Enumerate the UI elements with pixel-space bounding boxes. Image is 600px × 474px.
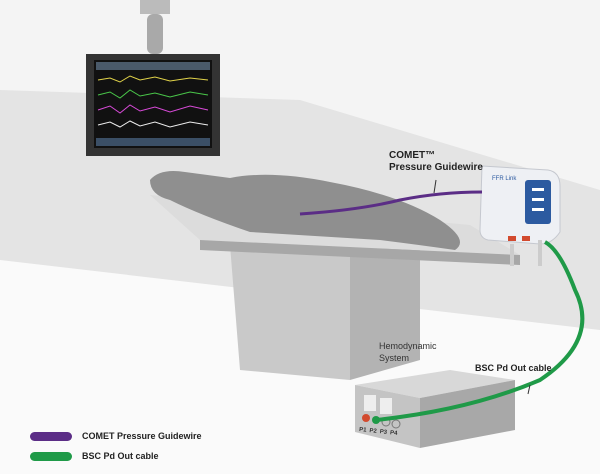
legend-item-guidewire: COMET Pressure Guidewire [30,431,202,441]
comet-guidewire [299,190,483,216]
patient-silhouette [150,171,460,250]
port-label: P1 [358,427,367,434]
ceiling-mount [140,0,170,14]
legend-item-cable: BSC Pd Out cable [30,451,159,461]
device-label: FFR Link [492,176,517,182]
cable-label: BSC Pd Out cable [475,363,552,373]
port-label: P4 [389,430,398,437]
port-label: P2 [369,428,378,435]
ffr-link-device [479,165,561,266]
bsc-pd-out-cable [375,240,585,422]
legend-swatch [30,451,72,461]
monitor [86,54,220,156]
port-label: P3 [379,429,388,436]
legend-swatch [30,431,72,441]
